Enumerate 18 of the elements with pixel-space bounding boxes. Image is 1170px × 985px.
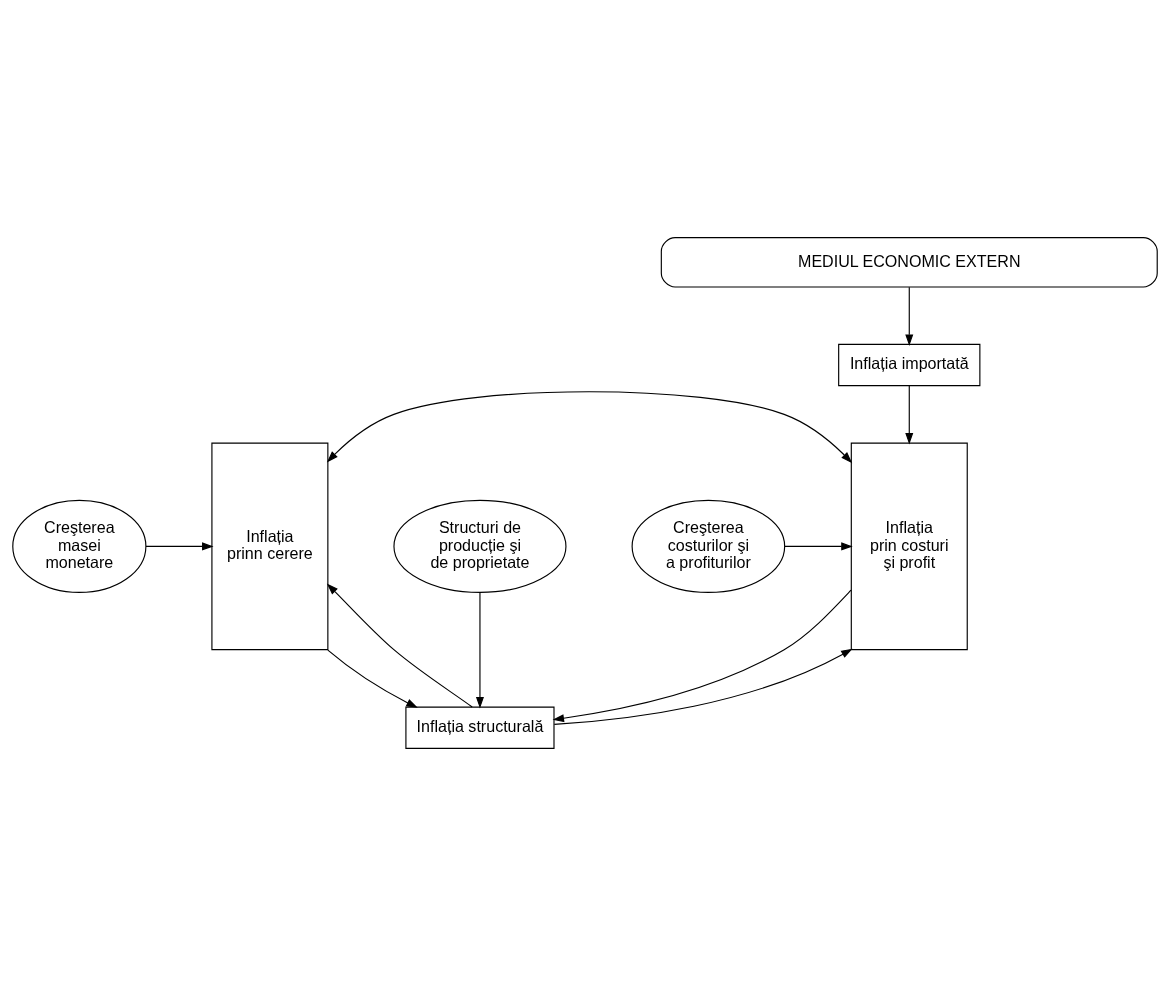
node-box: MEDIUL ECONOMIC EXTERN: [660, 236, 1158, 288]
arrow: [553, 648, 853, 725]
arrow: [475, 591, 484, 708]
arrow: [784, 541, 853, 550]
arrow: [905, 384, 914, 444]
arrow: [905, 286, 914, 346]
arrow: [145, 541, 214, 550]
arrow: [326, 390, 853, 463]
node-box: Inflația prin costuri şi profit: [850, 442, 968, 650]
node-box: Inflația importată: [838, 343, 981, 386]
node-ellipse: Structuri de producție şi de proprietate: [393, 499, 567, 593]
arrow: [552, 589, 852, 722]
arrow: [326, 583, 473, 708]
arrow: [327, 649, 418, 708]
node-ellipse: Creşterea masei monetare: [12, 499, 147, 593]
node-box: Inflația prinn cerere: [211, 442, 329, 650]
node-box: Inflația structurală: [405, 706, 555, 749]
node-ellipse: Creşterea costurilor şi a profiturilor: [631, 499, 786, 593]
